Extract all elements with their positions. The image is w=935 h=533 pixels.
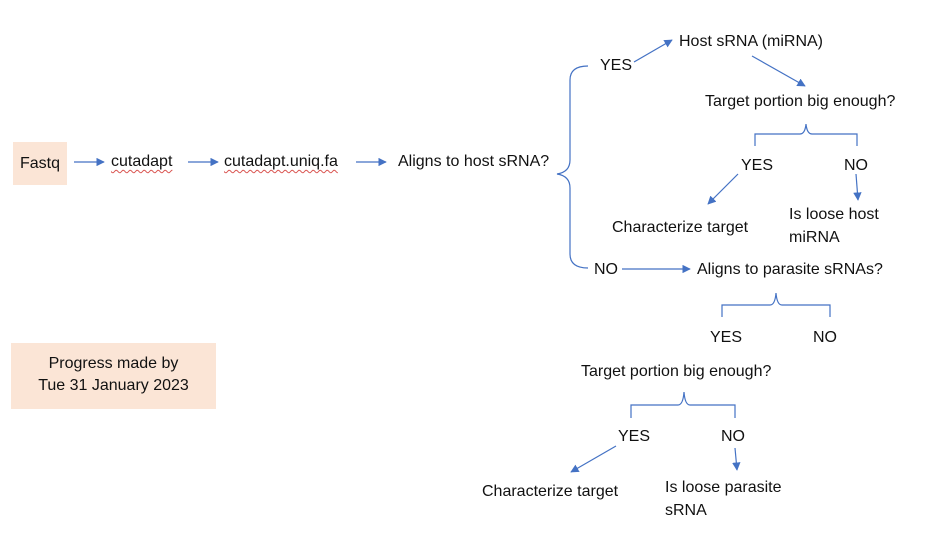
parasite-sub2-yes-label: YES	[618, 428, 651, 445]
parasite-loose-line2: sRNA	[665, 502, 707, 519]
host-loose-line1: Is loose host	[789, 206, 879, 223]
parasite-target-question: Target portion big enough?	[581, 363, 772, 380]
parasite-sub-no-label: NO	[813, 329, 837, 346]
host-sub-yes-label: YES	[741, 157, 774, 174]
fastq-box: Fastq	[13, 142, 67, 185]
host-characterize-target: Characterize target	[612, 219, 749, 236]
parasite-no-label: NO	[594, 261, 618, 278]
brace-second-question	[630, 391, 736, 418]
progress-line2: Tue 31 January 2023	[38, 377, 189, 394]
arrow-host-yes-to-characterize	[707, 173, 739, 205]
arrow-host-no-to-loose	[853, 173, 862, 201]
fastq-label: Fastq	[19, 155, 60, 172]
host-sub-no-label: NO	[844, 157, 868, 174]
parasite-characterize-target: Characterize target	[482, 483, 619, 500]
brace-parasite-question	[721, 292, 831, 317]
brace-host-question	[754, 123, 858, 146]
align-host-question: Aligns to host sRNA?	[398, 153, 550, 170]
host-yes-label: YES	[600, 57, 633, 74]
parasite-sub-yes-label: YES	[710, 329, 743, 346]
parasite-sub2-no-label: NO	[721, 428, 745, 445]
arrow-second-no-to-loose	[732, 447, 741, 471]
parasite-loose-line1: Is loose parasite	[665, 479, 782, 496]
cutadapt-label: cutadapt	[111, 153, 173, 170]
progress-box: Progress made by Tue 31 January 2023	[11, 343, 216, 409]
host-target-question: Target portion big enough?	[705, 93, 896, 110]
brace-host-align	[556, 65, 589, 269]
host-srna-label: Host sRNA (miRNA)	[679, 33, 824, 50]
progress-line1: Progress made by	[48, 355, 179, 372]
arrow-host-srna-to-question	[751, 55, 806, 87]
parasite-align-question: Aligns to parasite sRNAs?	[697, 261, 883, 278]
arrow-second-yes-to-characterize	[570, 445, 617, 473]
uniq-file-label: cutadapt.uniq.fa	[224, 153, 338, 170]
host-loose-line2: miRNA	[789, 229, 840, 246]
arrow-yes-to-host-srna	[633, 39, 673, 63]
